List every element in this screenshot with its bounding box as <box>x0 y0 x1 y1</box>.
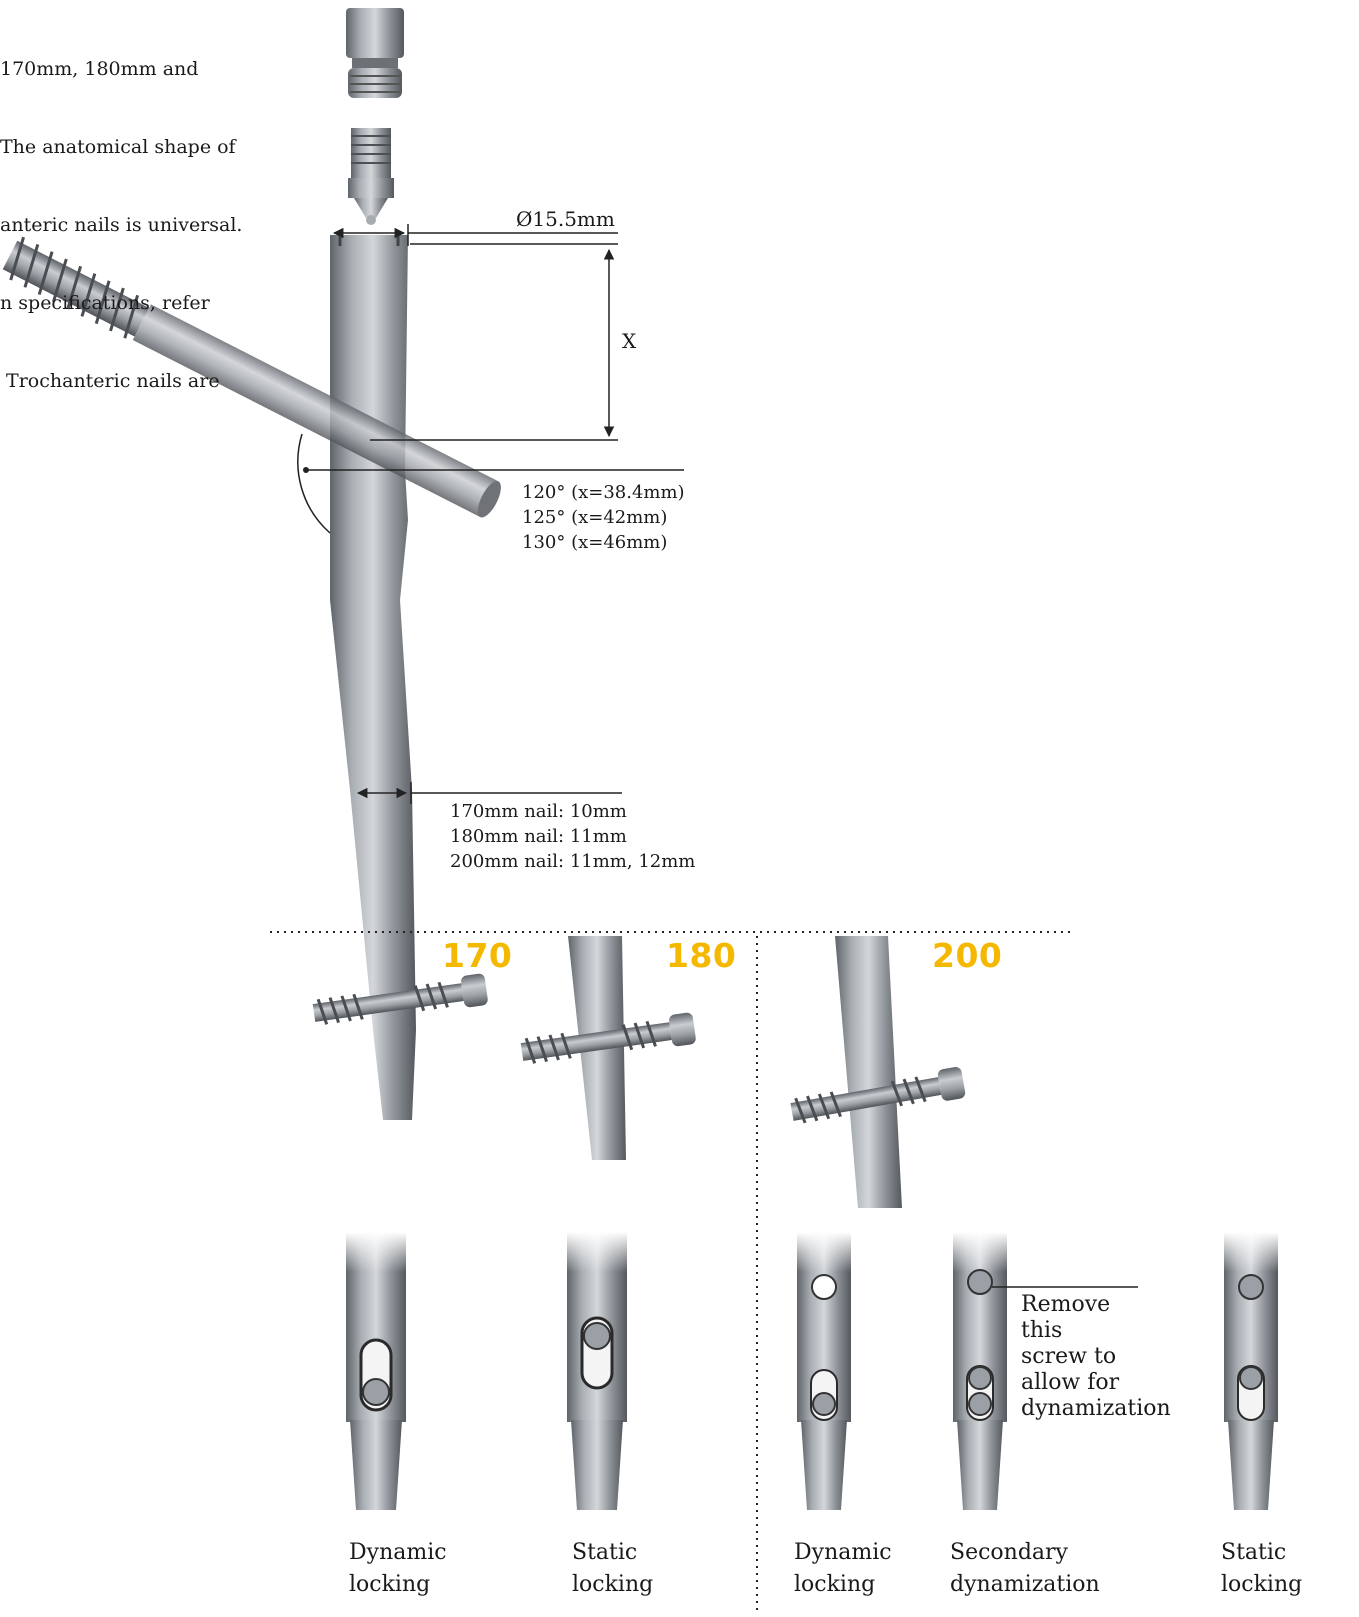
intro-line: The anatomical shape of <box>0 136 236 158</box>
intro-line: n specifications, refer <box>0 292 210 314</box>
caption-line: Dynamic <box>349 1540 447 1565</box>
intro-line: anteric nails is universal. <box>0 214 243 236</box>
note-line: allow for <box>1021 1370 1120 1395</box>
distal-diameter-180: 180mm nail: 11mm <box>450 826 627 847</box>
distal-diameter-dimension <box>356 782 622 804</box>
caption-line: Secondary <box>950 1540 1068 1565</box>
offset-label: X <box>622 329 637 353</box>
detail-dynamic-locking-170 <box>346 1232 406 1510</box>
distal-diameter-200: 200mm nail: 11mm, 12mm <box>450 851 696 872</box>
intro-paragraph: 170mm, 180mm and The anatomical shape of… <box>0 4 300 446</box>
angle-label-130: 130° (x=46mm) <box>522 532 668 553</box>
length-label-180: 180 <box>666 936 737 975</box>
detail-secondary-dynamization-200 <box>953 1232 1138 1510</box>
note-line: dynamization <box>1021 1396 1171 1421</box>
caption-line: locking <box>572 1572 654 1597</box>
nail-180 <box>520 936 696 1160</box>
offset-dimension <box>370 248 618 441</box>
detail-static-locking-170 <box>567 1232 627 1510</box>
caption-line: locking <box>794 1572 876 1597</box>
caption-static-locking-170: Static locking <box>572 1537 653 1601</box>
caption-line: Dynamic <box>794 1540 892 1565</box>
caption-line: dynamization <box>950 1572 1100 1597</box>
caption-static-locking-200: Static locking <box>1221 1537 1302 1601</box>
note-line: screw to <box>1021 1344 1117 1369</box>
end-cap <box>346 8 404 98</box>
note-line: this <box>1021 1318 1063 1343</box>
set-screw <box>348 128 394 225</box>
main-nail <box>330 235 416 1120</box>
length-label-170: 170 <box>442 936 513 975</box>
caption-line: locking <box>1221 1572 1303 1597</box>
proximal-diameter-dimension <box>332 224 618 246</box>
caption-dynamic-locking-200: Dynamic locking <box>794 1537 892 1601</box>
proximal-diameter-label: Ø15.5mm <box>516 207 615 231</box>
detail-static-locking-200 <box>1224 1232 1278 1510</box>
caption-line: locking <box>349 1572 431 1597</box>
caption-line: Static <box>1221 1540 1287 1565</box>
note-line: Remove <box>1021 1292 1111 1317</box>
remove-screw-note: Remove this screw to allow for dynamizat… <box>1021 1292 1171 1422</box>
nail-200 <box>790 936 966 1208</box>
lag-screw <box>2 236 501 518</box>
caption-secondary-dynamization: Secondary dynamization <box>950 1537 1100 1601</box>
caption-line: Static <box>572 1540 638 1565</box>
angle-label-120: 120° (x=38.4mm) <box>522 482 685 503</box>
angle-label-125: 125° (x=42mm) <box>522 507 668 528</box>
locking-screw-170 <box>312 973 488 1025</box>
intro-line: 170mm, 180mm and <box>0 58 199 80</box>
detail-dynamic-locking-200 <box>797 1232 851 1510</box>
intro-line: Trochanteric nails are <box>0 370 220 392</box>
caption-dynamic-locking-170: Dynamic locking <box>349 1537 447 1601</box>
length-label-200: 200 <box>932 936 1003 975</box>
distal-diameter-170: 170mm nail: 10mm <box>450 801 627 822</box>
angle-arc <box>297 433 331 534</box>
